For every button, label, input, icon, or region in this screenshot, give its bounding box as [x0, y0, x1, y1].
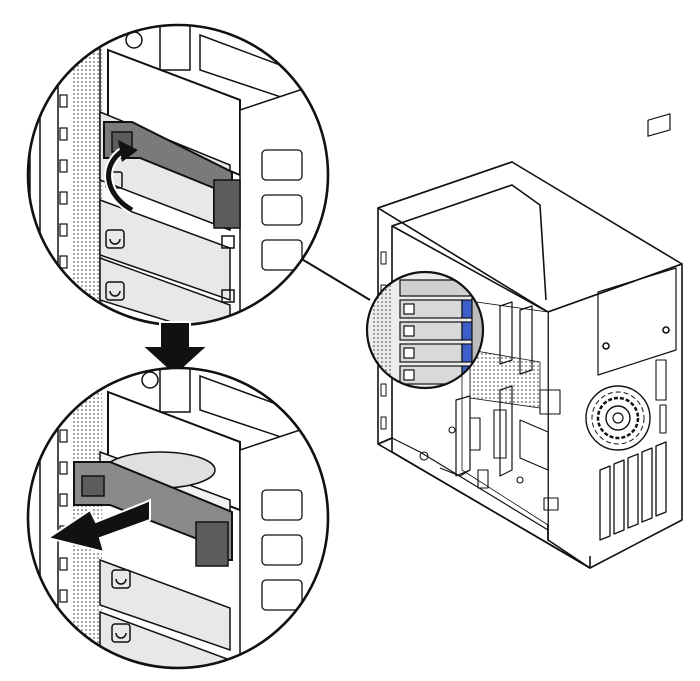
drive-tray — [399, 321, 473, 341]
zoom-detail-step-1 — [26, 23, 330, 327]
drive-bay-lower-1 — [99, 558, 231, 652]
drive-bay-3 — [99, 256, 231, 325]
pull-out-arrow-icon — [45, 498, 151, 554]
frame-slots — [59, 94, 68, 269]
zoom-detail-step-2 — [26, 366, 330, 670]
rear-fan — [585, 385, 651, 451]
power-supply-block — [597, 267, 677, 376]
server-chassis — [377, 113, 683, 569]
drive-bay-lower-2 — [99, 610, 231, 668]
drive-bay-2 — [99, 198, 231, 302]
power-connector — [647, 113, 671, 137]
expansion-slots — [599, 441, 667, 541]
drive-tray — [399, 343, 473, 363]
drive-tray — [399, 299, 473, 319]
down-arrow-icon — [139, 321, 211, 378]
callout-line — [299, 257, 371, 301]
chassis-rear-panel — [547, 263, 683, 569]
highlighted-drive-bay — [365, 270, 485, 390]
